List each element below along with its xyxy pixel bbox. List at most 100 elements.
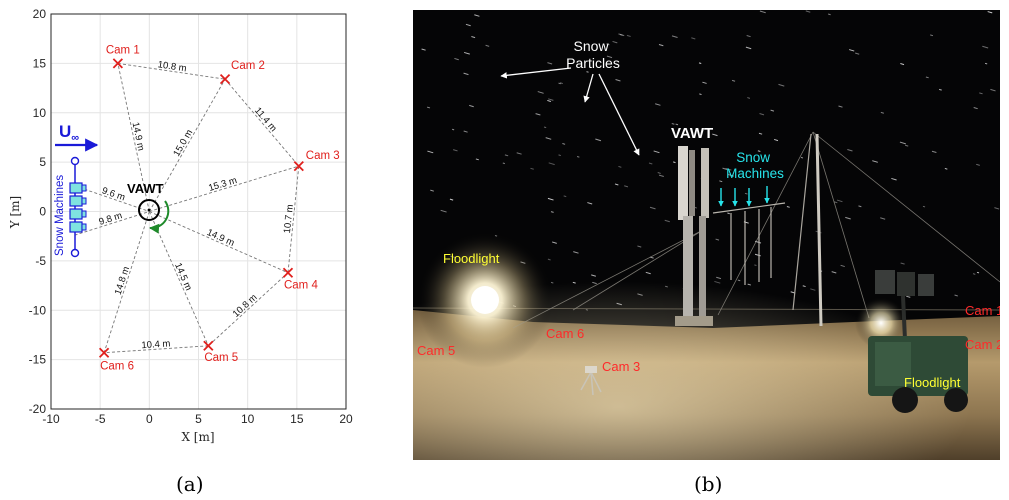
snow-particle (731, 79, 736, 82)
snow-particle (858, 205, 862, 208)
flow-label: U∞ (59, 122, 79, 144)
snow-particle (614, 183, 619, 186)
distance-label: 10.7 m (282, 204, 296, 234)
snow-particle (905, 144, 909, 147)
floodlight-pole (901, 295, 907, 341)
rail-end-top (70, 156, 80, 166)
snow-particle (545, 137, 552, 140)
floodlight-head (875, 270, 895, 294)
snow-particle (880, 217, 886, 220)
caption-a: (a) (176, 472, 204, 496)
snow-machine (69, 182, 83, 194)
vawt-hub (147, 208, 151, 212)
snow-particle (773, 138, 779, 142)
snow-particle (454, 57, 459, 61)
snow-pointer (500, 67, 572, 79)
snow-machines-label-line-1: Snow (736, 150, 770, 165)
rail-end-bottom (70, 248, 80, 258)
snow-pointer (598, 73, 640, 156)
snow-particle (427, 106, 431, 109)
snow-particle (728, 174, 735, 177)
snow-particle (691, 37, 696, 40)
x-tick-label: 10 (241, 412, 255, 426)
x-tick-label: 0 (146, 412, 153, 426)
camera-label: Cam 5 (204, 352, 238, 364)
guide-line (148, 211, 209, 346)
vawt-label: VAWT (127, 181, 164, 196)
snow-particle (502, 162, 506, 165)
snow-particle (475, 158, 479, 161)
vawt-base (675, 316, 713, 326)
snow-particle (649, 206, 656, 210)
snow-particle (849, 49, 855, 52)
snow-particle (925, 76, 929, 79)
vawt-blade (701, 148, 709, 218)
snow-particle (982, 45, 989, 49)
snow-particle (725, 167, 732, 171)
snow-particle (976, 163, 980, 166)
snow-particle (619, 34, 623, 36)
snow-particle (900, 63, 905, 66)
snow-particle (563, 195, 567, 198)
snow-particle (451, 128, 455, 131)
snow-particle (453, 149, 458, 152)
snow-particle (702, 81, 707, 84)
snow-particle (994, 207, 1000, 210)
floodlight-tower-right (855, 270, 968, 413)
snow-machines-label: Snow Machines (54, 175, 66, 256)
guide-line (103, 211, 150, 353)
guide-line (287, 166, 300, 273)
snow-machine-frame (712, 202, 786, 285)
snow-particle (770, 109, 775, 112)
floodlight-head (918, 274, 934, 296)
snow-particle (606, 43, 610, 46)
y-tick-label: 5 (39, 155, 46, 169)
guy-wire (572, 229, 704, 311)
snow-particle (872, 160, 878, 163)
guide-line (149, 211, 289, 274)
distance-label: 10.4 m (141, 338, 171, 351)
floodlight-right-label: Floodlight (904, 375, 961, 390)
camera-marker (219, 74, 231, 85)
snow-particle (979, 92, 983, 95)
x-tick-label: 5 (195, 412, 202, 426)
snow-particle (537, 91, 544, 94)
snow-particle (543, 126, 547, 129)
snow-particle (722, 167, 728, 170)
cam1-photo-label: Cam 1 (965, 303, 1000, 318)
snow-particle (698, 62, 702, 64)
snow-particle (786, 205, 790, 208)
camera-tripod-3 (580, 366, 602, 396)
snow-particle (664, 219, 670, 223)
y-axis-label: Y [m] (8, 196, 22, 229)
trailer-wheel (944, 388, 968, 412)
plot-frame (50, 13, 347, 410)
snow-particle (559, 82, 563, 85)
snow-particle (675, 123, 679, 126)
cam5-photo-label: Cam 5 (417, 343, 455, 358)
snow-particle (586, 71, 589, 73)
guide-line (74, 185, 150, 212)
y-tick-label: -15 (29, 353, 47, 367)
snow-particle (658, 44, 664, 47)
cam6-photo-label: Cam 6 (546, 326, 584, 341)
snow-particle (548, 98, 554, 101)
snow-particle (745, 46, 752, 50)
snow-particle (990, 88, 996, 92)
snow-particle (618, 165, 622, 168)
vawt-blade (689, 150, 695, 216)
camera-marker (98, 347, 110, 358)
snow-particle (658, 174, 664, 177)
snow-particle (465, 23, 471, 27)
field-photo: Snow Particles VAWT Snow Machines Floodl… (413, 10, 1000, 460)
guy-wires (512, 131, 1000, 329)
photo-annotations: Snow Particles VAWT Snow Machines Floodl… (417, 38, 1000, 390)
snow-particle (421, 48, 426, 51)
camera-label: Cam 2 (231, 60, 265, 72)
snow-particle (973, 107, 978, 110)
snow-particle (747, 97, 751, 99)
snow-particle (657, 172, 661, 174)
floodlight-left-lamp (471, 286, 499, 314)
